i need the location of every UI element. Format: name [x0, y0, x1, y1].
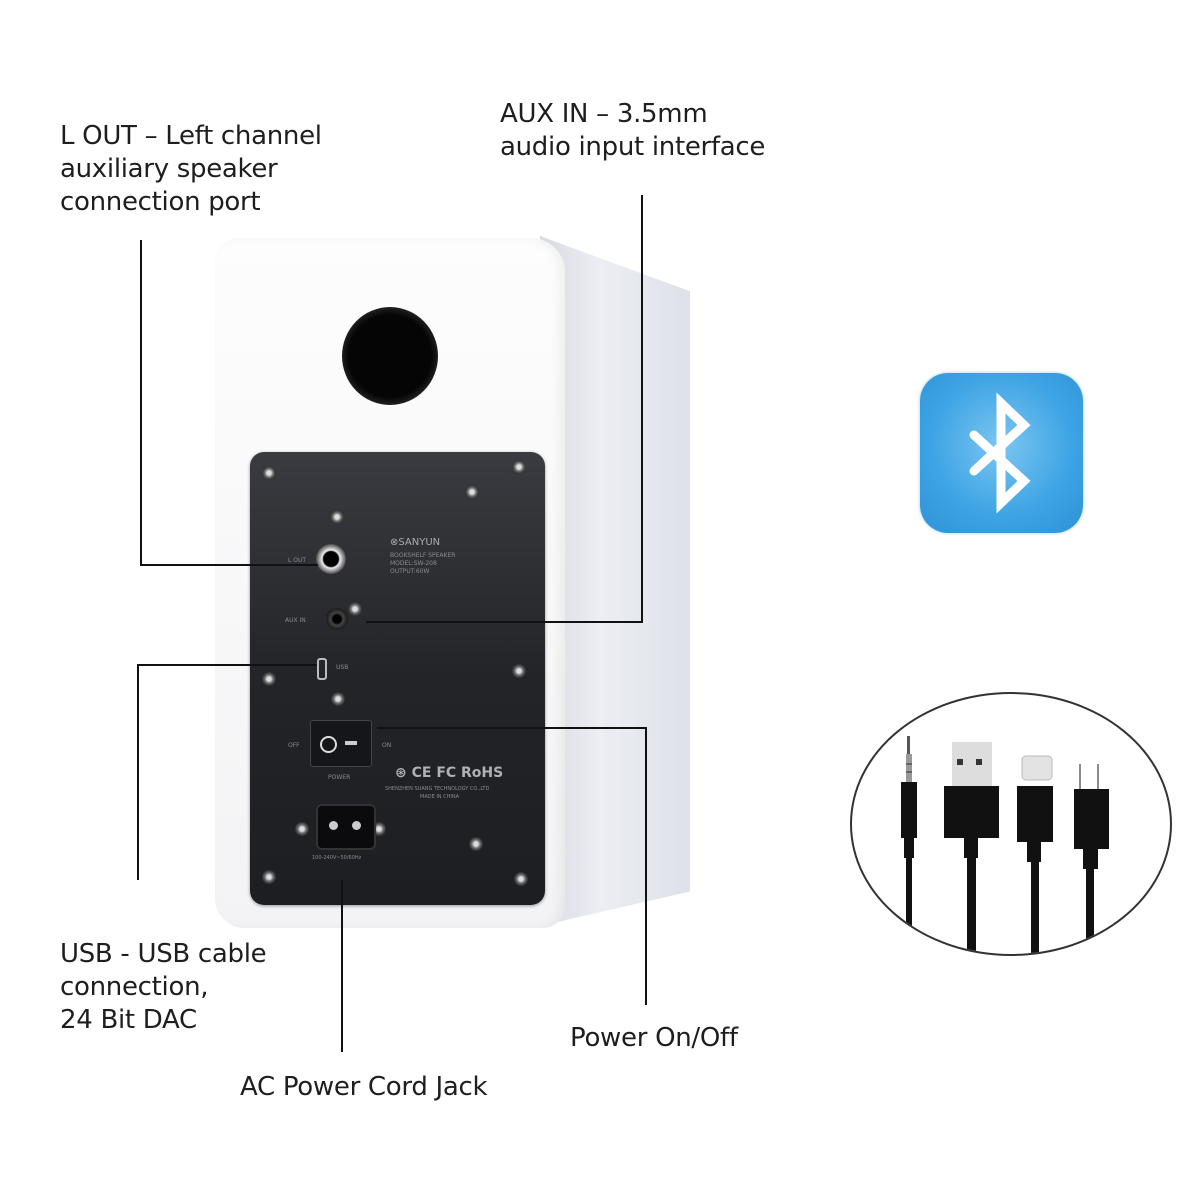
callout-line-usb [137, 664, 317, 666]
cert-marks: ⊛ CE FC RoHS [395, 765, 504, 781]
callout-l-out: L OUT – Left channel auxiliary speaker c… [60, 121, 322, 217]
voltage-label: 100-240V~50/60Hz [312, 855, 362, 861]
power-switch[interactable] [310, 720, 372, 767]
speaker-side-panel [540, 236, 690, 926]
usb-c-cable-icon [1017, 755, 1053, 954]
bluetooth-icon [969, 392, 1031, 514]
screw [514, 872, 528, 886]
callout-line-l-out [140, 240, 142, 566]
screw [348, 602, 362, 616]
cables-illustration [901, 736, 1109, 954]
callout-line-ac [341, 880, 343, 1052]
callout-usb: USB - USB cable connection, 24 Bit DAC [60, 939, 267, 1035]
model-label: MODEL:SW-208 [390, 560, 437, 567]
screw [469, 837, 483, 851]
screw [262, 672, 276, 686]
screw [262, 466, 276, 480]
callout-line-aux-in [641, 195, 643, 623]
micro-usb-cable-icon [1074, 764, 1109, 954]
usb-a-cable-icon [944, 742, 999, 954]
callout-line-power [377, 727, 647, 729]
ac-power-inlet[interactable] [316, 804, 376, 850]
on-label: ON [382, 742, 392, 749]
screw [331, 692, 345, 706]
aux-in-jack[interactable] [326, 608, 348, 630]
bass-reflex-port [342, 307, 438, 405]
aux-cable-icon [901, 736, 917, 954]
screw [512, 664, 526, 678]
callout-line-aux-in [366, 621, 643, 623]
callout-line-usb [137, 664, 139, 880]
screw [295, 822, 309, 836]
product-label: BOOKSHELF SPEAKER [390, 552, 456, 559]
l-out-label: L OUT [288, 557, 307, 564]
screw [262, 870, 276, 884]
callout-aux-in: AUX IN – 3.5mm audio input interface [500, 99, 766, 162]
screw [330, 510, 344, 524]
brand-label: ⊗SANYUN [390, 537, 441, 548]
callout-line-l-out [140, 564, 318, 566]
connector-panel: L OUT ⊗SANYUN BOOKSHELF SPEAKER MODEL:SW… [250, 452, 545, 905]
origin-label: MADE IN CHINA [420, 794, 460, 800]
aux-in-label: AUX IN [285, 617, 306, 624]
power-label: POWER [328, 774, 351, 781]
callout-ac-jack: AC Power Cord Jack [240, 1072, 488, 1102]
on-symbol [345, 741, 357, 745]
screw [465, 485, 479, 499]
callout-line-power [645, 727, 647, 1005]
l-out-jack[interactable] [316, 544, 346, 574]
screw [512, 460, 526, 474]
off-symbol [320, 736, 337, 753]
bluetooth-badge [920, 373, 1083, 533]
ac-pin [352, 821, 361, 830]
included-cables-circle [850, 692, 1172, 956]
usb-label: USB [336, 664, 349, 671]
output-label: OUTPUT:60W [390, 568, 430, 575]
ac-pin [329, 821, 338, 830]
manufacturer-label: SHENZHEN SUANG TECHNOLOGY CO.,LTD [385, 786, 490, 792]
callout-power: Power On/Off [570, 1023, 738, 1053]
off-label: OFF [288, 742, 300, 749]
usb-port[interactable] [317, 658, 327, 680]
